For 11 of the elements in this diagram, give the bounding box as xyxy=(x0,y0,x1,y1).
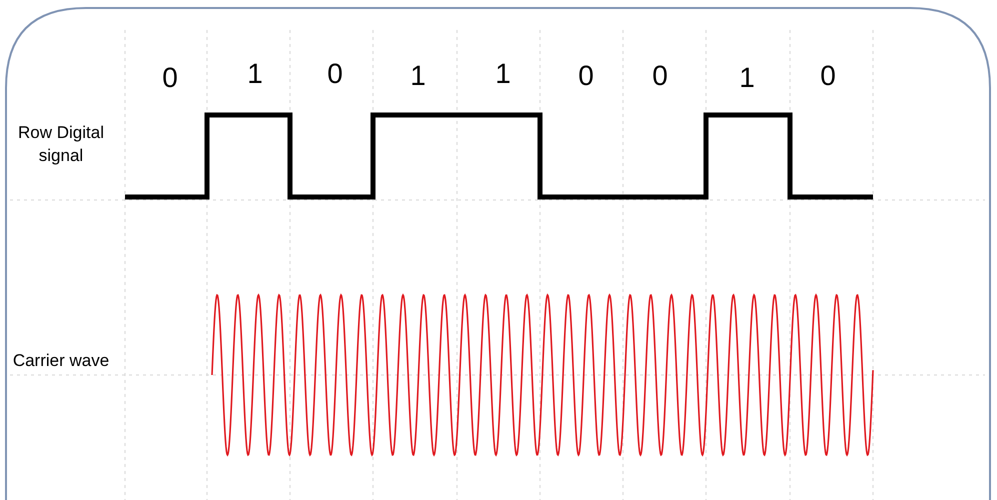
bit-value: 0 xyxy=(652,60,668,92)
bit-value: 0 xyxy=(820,60,836,92)
signal-label: Carrier wave xyxy=(12,350,110,372)
bit-value: 1 xyxy=(410,60,426,92)
bit-value: 1 xyxy=(739,62,755,94)
signal-label: Row Digital signal xyxy=(17,122,105,167)
bit-value: 1 xyxy=(247,58,263,90)
bit-value: 1 xyxy=(495,58,511,90)
bit-value: 0 xyxy=(327,58,343,90)
bit-value: 0 xyxy=(578,60,594,92)
bit-value: 0 xyxy=(162,62,178,94)
